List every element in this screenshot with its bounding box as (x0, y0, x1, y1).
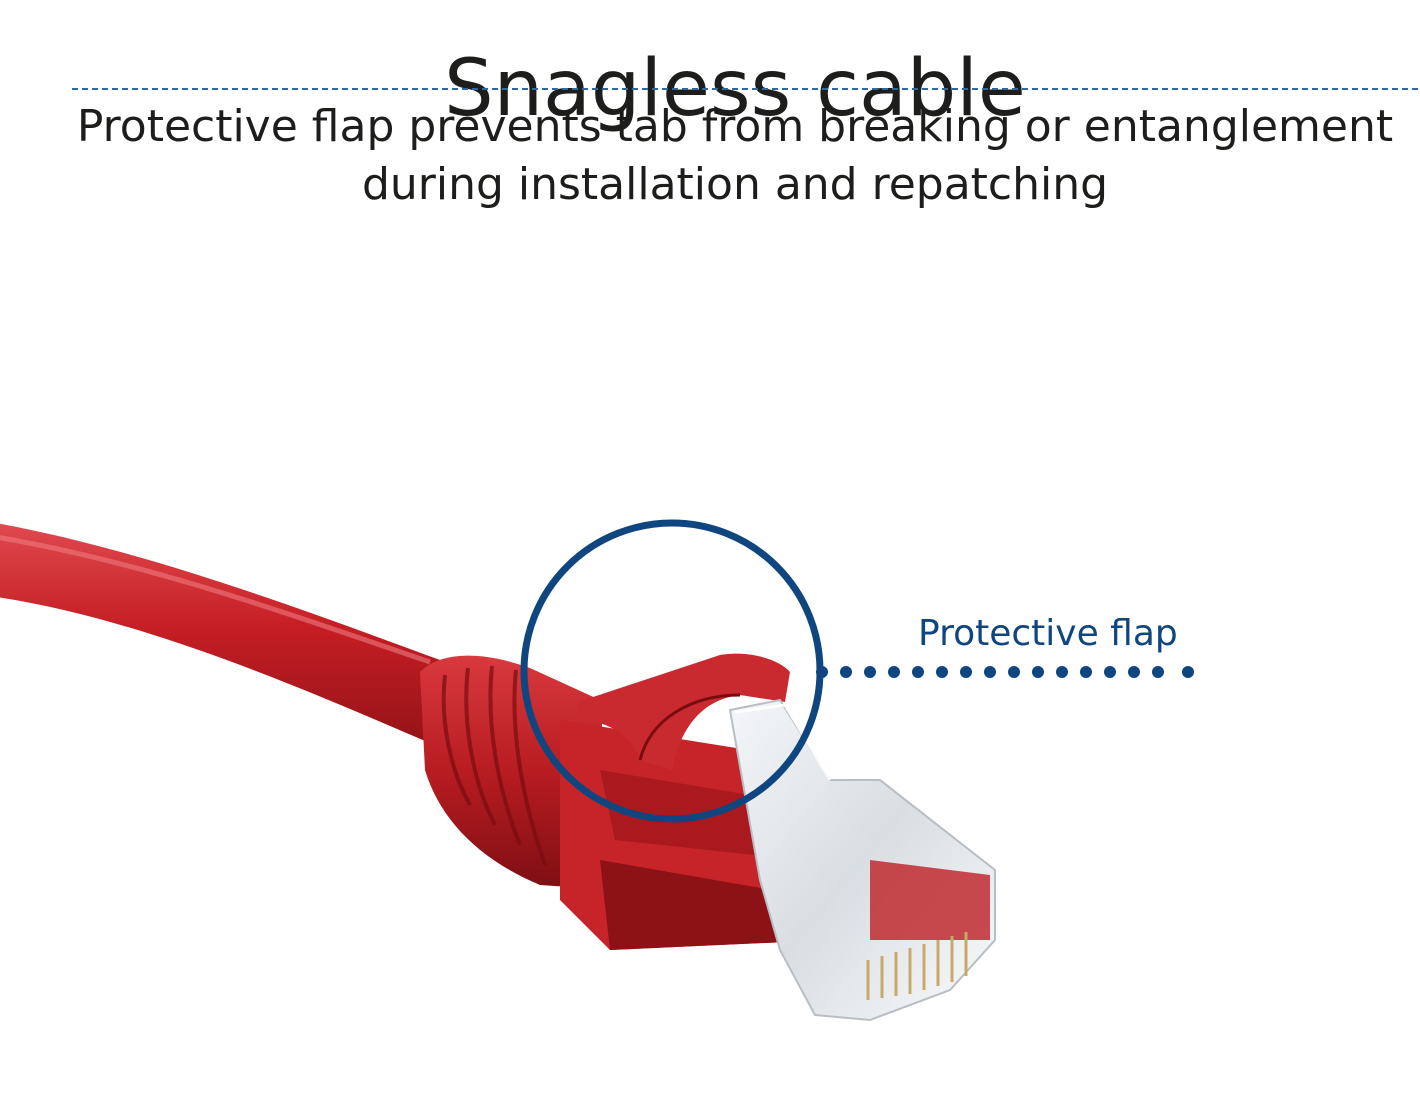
callout-leader-dots (816, 666, 1194, 678)
subtitle-line-1: Protective flap prevents tab from breaki… (76, 101, 1394, 152)
snagless-cable-illustration (0, 519, 1194, 1022)
protective-flap-shape (578, 653, 790, 770)
title-divider (72, 88, 1418, 90)
plug-contacts (866, 932, 968, 1000)
subtitle-line-2: during installation and repatching (361, 159, 1109, 210)
protective-flap-label: Protective flap (918, 613, 1178, 654)
cable (0, 523, 470, 760)
subtitle: Protective flap prevents tab from breaki… (0, 98, 1420, 214)
rj45-plug (728, 698, 996, 1022)
